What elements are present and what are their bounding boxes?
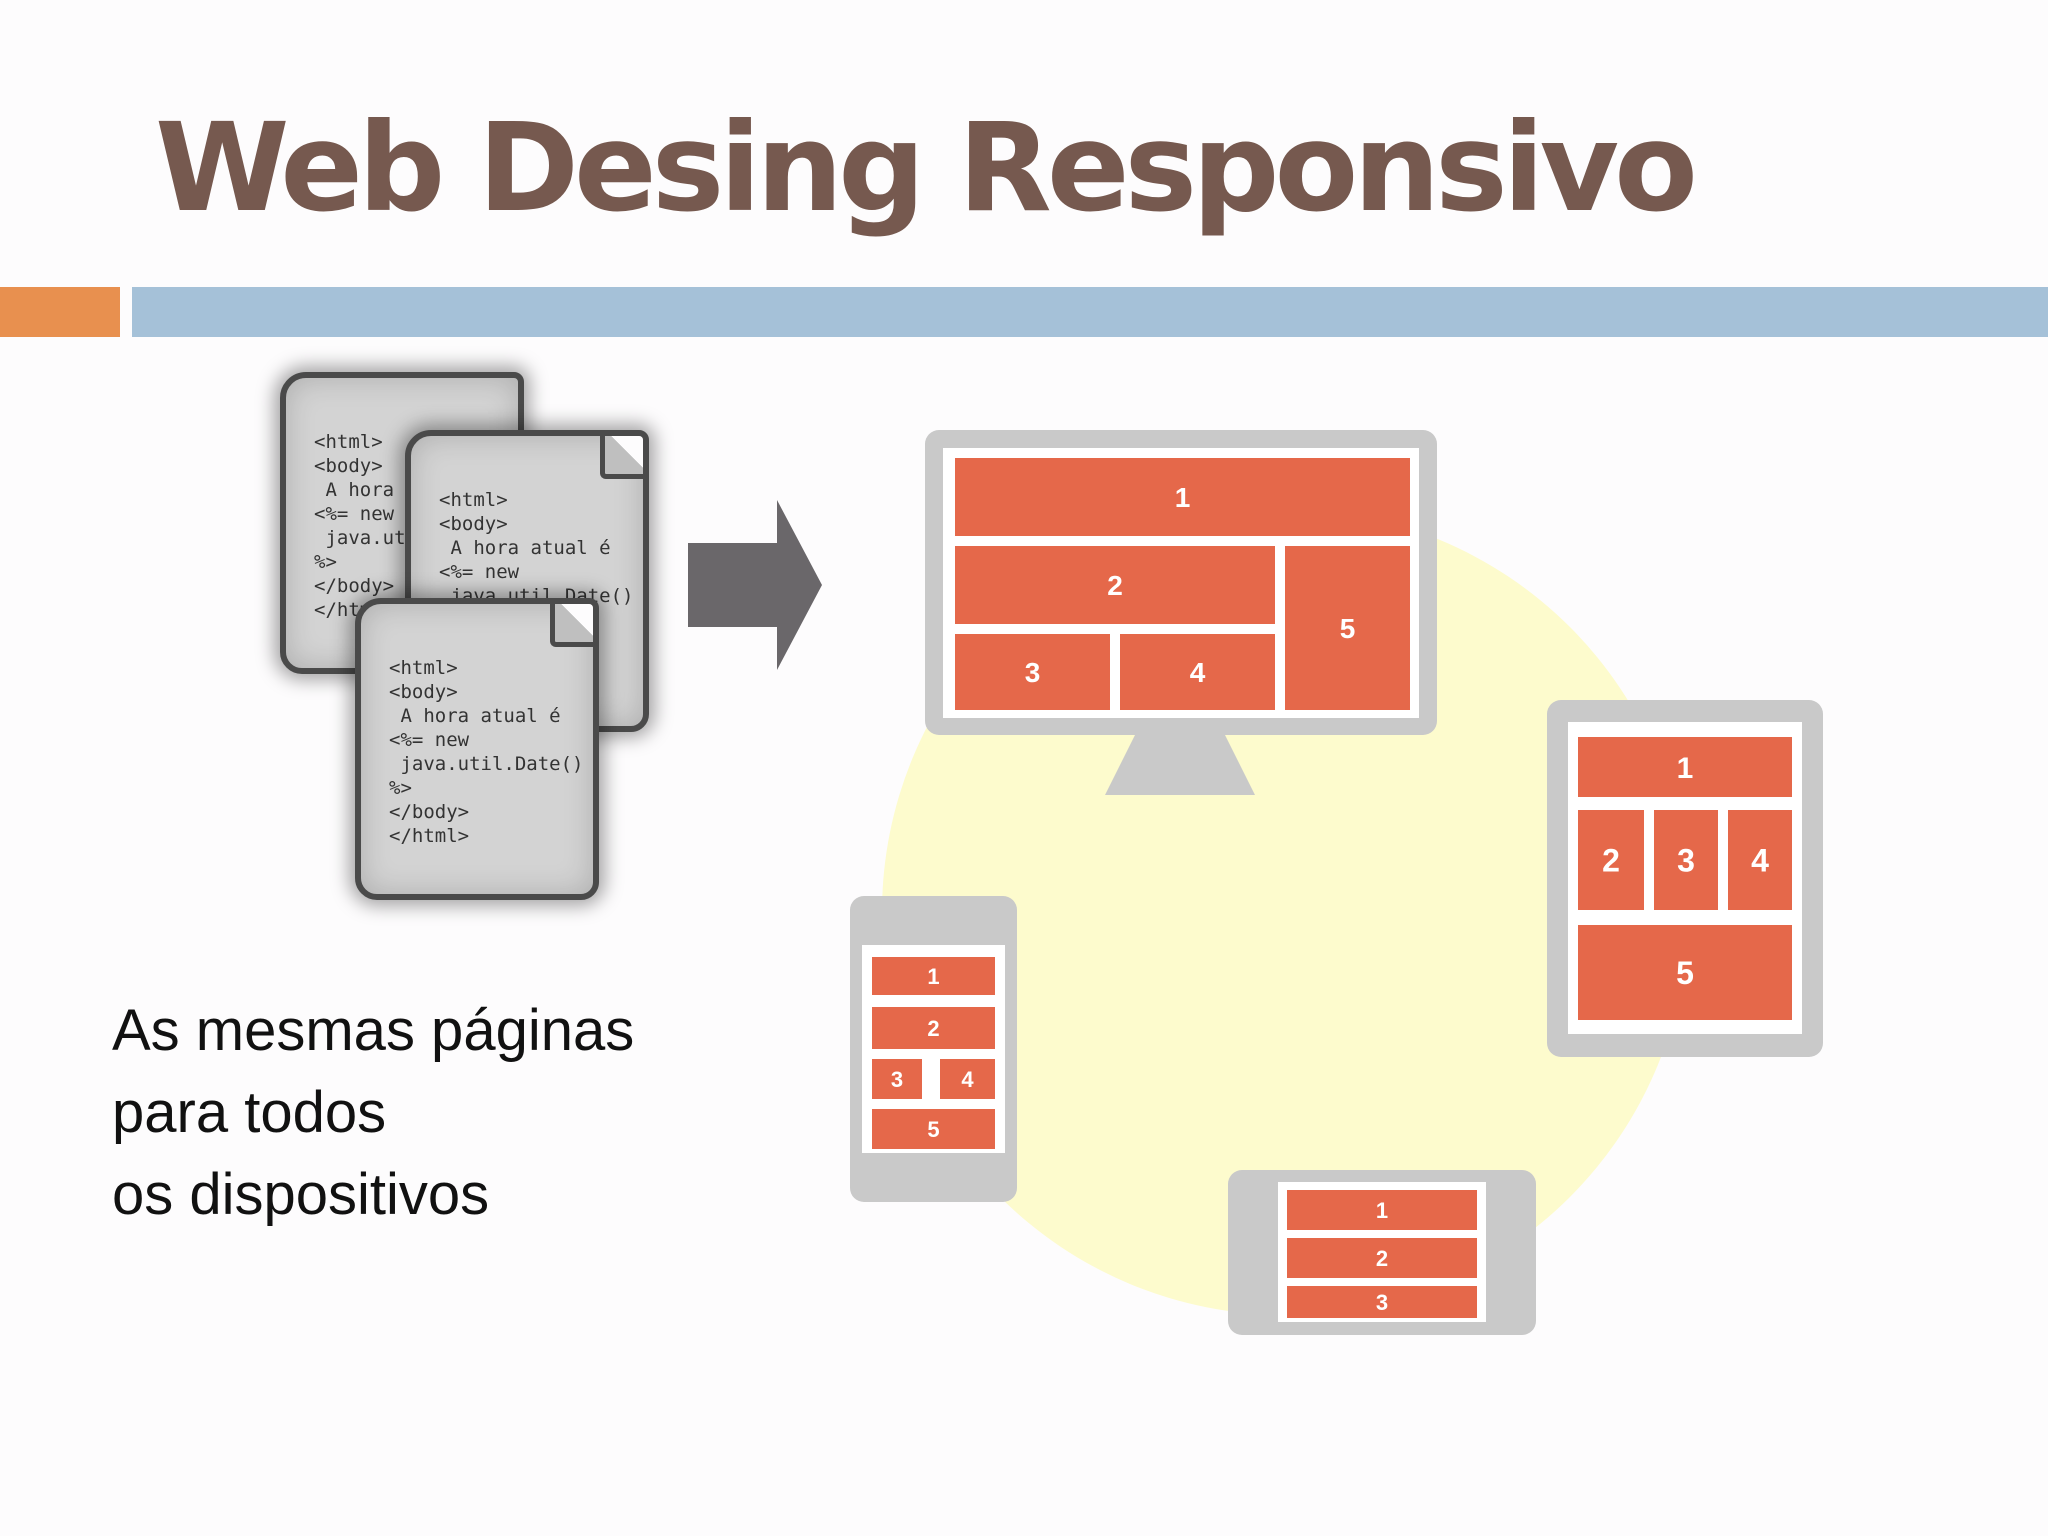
phone-layout: 1 2 3 45: [872, 957, 995, 1149]
layout-block-2: [1578, 810, 1644, 910]
code-document: <html> <body> A hora atual é <%= new jav…: [355, 598, 599, 900]
layout-block-label: 2: [1376, 1246, 1388, 1271]
layout-block-2: [955, 546, 1275, 624]
tablet-layout: 1 2 3 4 5: [1578, 737, 1792, 1020]
layout-block-label: 2: [927, 1016, 939, 1041]
layout-block-2: [872, 1007, 995, 1049]
layout-block-1: [955, 458, 1410, 536]
slide-title: Web Desing Responsivo: [155, 97, 1698, 239]
layout-block-label: 3: [891, 1067, 903, 1092]
layout-block-5: [1285, 546, 1410, 710]
layout-block-3: [1654, 810, 1718, 910]
page-fold-icon: [550, 604, 593, 647]
layout-block-label: 5: [1676, 955, 1694, 991]
layout-block-5: [1578, 925, 1792, 1020]
layout-block-label: 4: [1751, 843, 1769, 879]
caption-line: os dispositivos: [112, 1162, 490, 1227]
layout-block-3: [1287, 1286, 1477, 1318]
title-accent-bar-blue: [132, 287, 2048, 337]
layout-block-label: 1: [1376, 1198, 1388, 1223]
layout-block-4: [940, 1059, 995, 1099]
right-arrow-icon: [688, 500, 822, 670]
layout-block-4: [1120, 634, 1275, 710]
page-fold-icon: [600, 436, 643, 479]
layout-block-label: 5: [1340, 613, 1356, 644]
layout-block-label: 2: [1602, 843, 1620, 879]
layout-block-label: 5: [927, 1117, 939, 1142]
layout-block-5: [872, 1109, 995, 1149]
layout-block-label: 3: [1376, 1290, 1388, 1315]
layout-block-label: 1: [1677, 752, 1694, 785]
layout-block-1: [1578, 737, 1792, 797]
desktop-layout: 1 2 3 4 5: [955, 458, 1410, 710]
tablet-device: 1 2 3 4 5: [1547, 700, 1823, 1057]
monitor-stand: [1105, 735, 1255, 795]
layout-block-label: 2: [1107, 570, 1123, 601]
caption-line: As mesmas páginas: [112, 998, 635, 1063]
phone-device: 1 2 3 45: [850, 896, 1017, 1202]
phone-landscape-layout: 1 2 3: [1287, 1190, 1477, 1318]
layout-block-3: [955, 634, 1110, 710]
layout-block-2: [1287, 1238, 1477, 1278]
layout-block-4: [1728, 810, 1792, 910]
layout-block-label: 3: [1677, 843, 1695, 879]
layout-block-label: 4: [961, 1067, 974, 1092]
code-text: <html> <body> A hora atual é <%= new jav…: [389, 657, 584, 847]
layout-block-label: 1: [1175, 482, 1191, 513]
layout-block-3: [872, 1059, 922, 1099]
caption: As mesmas páginas para todos os disposit…: [112, 990, 634, 1236]
caption-line: para todos: [112, 1080, 387, 1145]
layout-block-1: [872, 957, 995, 995]
layout-block-label: 4: [1190, 657, 1206, 688]
layout-block-label: 1: [927, 964, 939, 989]
title-accent-bar-orange: [0, 287, 120, 337]
layout-block-label: 3: [1025, 657, 1041, 688]
desktop-monitor: 1 2 3 4 5: [925, 430, 1437, 795]
layout-block-1: [1287, 1190, 1477, 1230]
phone-landscape-device: 1 2 3: [1228, 1170, 1536, 1335]
